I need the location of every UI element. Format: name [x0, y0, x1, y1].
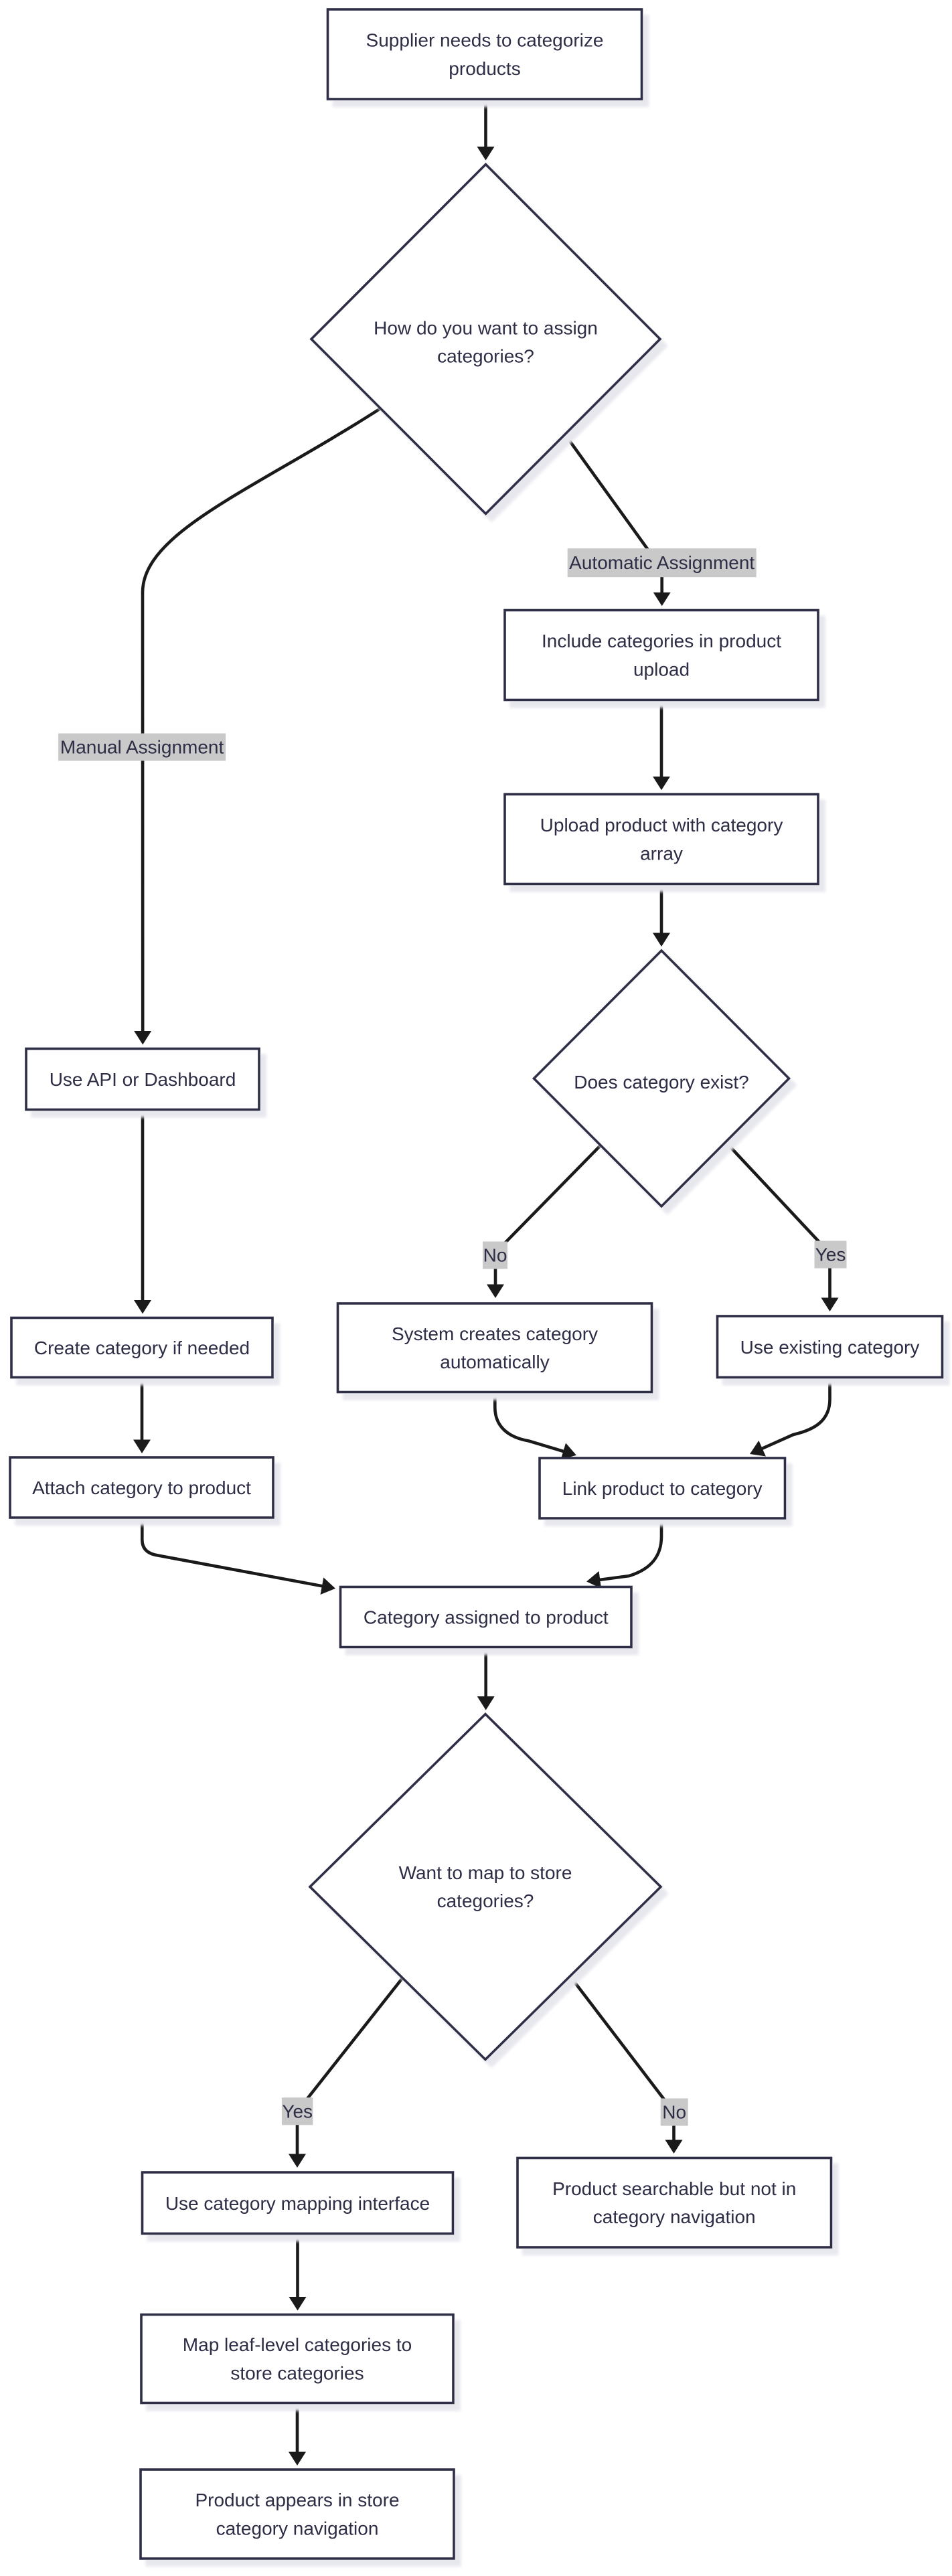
svg-text:array: array — [640, 843, 683, 864]
svg-text:Product appears in store: Product appears in store — [195, 2490, 399, 2510]
svg-text:Use API or Dashboard: Use API or Dashboard — [50, 1069, 236, 1090]
svg-text:Upload product with category: Upload product with category — [540, 815, 783, 835]
svg-text:store categories: store categories — [230, 2362, 364, 2383]
svg-text:No: No — [483, 1245, 507, 1266]
svg-text:No: No — [662, 2102, 686, 2123]
svg-text:Category assigned to product: Category assigned to product — [364, 1607, 609, 1628]
svg-text:Supplier needs to categorize: Supplier needs to categorize — [366, 30, 604, 51]
svg-text:Include categories in product: Include categories in product — [542, 631, 781, 651]
svg-text:Want to map to store: Want to map to store — [399, 1862, 572, 1883]
svg-text:products: products — [449, 58, 520, 79]
svg-text:Map leaf-level categories to: Map leaf-level categories to — [183, 2334, 412, 2355]
svg-text:Attach category to product: Attach category to product — [32, 1477, 251, 1498]
svg-text:Does category exist?: Does category exist? — [574, 1072, 748, 1093]
svg-text:Yes: Yes — [815, 1244, 846, 1265]
svg-text:category navigation: category navigation — [216, 2518, 379, 2539]
svg-text:Product searchable but not in: Product searchable but not in — [552, 2178, 796, 2199]
svg-text:Link product to category: Link product to category — [562, 1478, 763, 1499]
svg-text:How do you want to assign: How do you want to assign — [374, 318, 598, 339]
svg-text:automatically: automatically — [440, 1352, 549, 1372]
svg-text:Use existing category: Use existing category — [740, 1337, 920, 1358]
svg-text:category navigation: category navigation — [593, 2206, 756, 2227]
svg-text:Create category if needed: Create category if needed — [34, 1338, 250, 1358]
svg-text:Use category mapping interface: Use category mapping interface — [165, 2193, 430, 2214]
svg-text:Automatic Assignment: Automatic Assignment — [569, 552, 755, 573]
svg-text:Manual Assignment: Manual Assignment — [60, 737, 224, 758]
svg-text:categories?: categories? — [437, 346, 534, 367]
svg-text:Yes: Yes — [282, 2101, 313, 2121]
svg-text:System creates category: System creates category — [392, 1323, 598, 1344]
svg-text:upload: upload — [633, 659, 690, 679]
svg-text:categories?: categories? — [437, 1890, 534, 1911]
